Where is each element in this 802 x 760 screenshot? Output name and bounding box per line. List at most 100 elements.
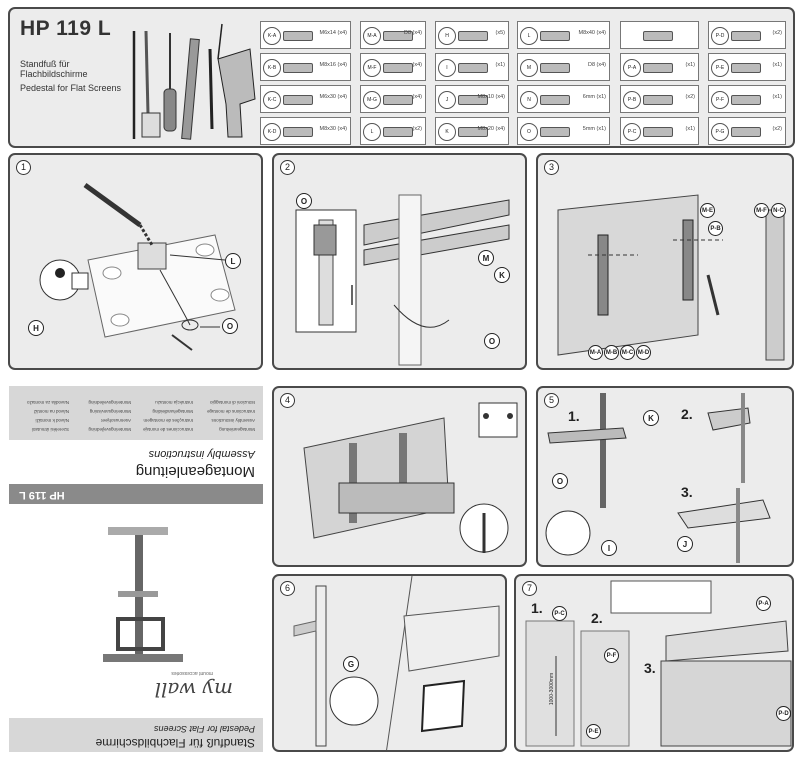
- part-quantity: (x2): [772, 126, 782, 132]
- product-title: HP 119 L: [20, 17, 112, 40]
- callout-k: K: [494, 267, 510, 283]
- part-cell: P-G (x2): [708, 117, 786, 145]
- part-code: O: [520, 123, 538, 141]
- dimension-label: 1000-3000mm: [549, 672, 556, 706]
- cover-language-item: Návod k montáži: [35, 418, 69, 423]
- callout-h: H: [28, 320, 44, 336]
- part-icon: [643, 31, 673, 41]
- cover-model-bar: HP 119 L: [9, 484, 263, 504]
- part-quantity: (x1): [495, 62, 505, 68]
- step-number: 5: [544, 393, 559, 408]
- callout-m-c: M-C: [620, 345, 635, 360]
- cover-title-en: Assembly instructions: [148, 448, 255, 460]
- part-quantity: (x1): [685, 126, 695, 132]
- callout-o-lower: O: [484, 333, 500, 349]
- drill-icon: [217, 23, 256, 138]
- callout-o: O: [552, 473, 568, 489]
- part-cell: M-F(x4): [360, 53, 426, 81]
- callout-m-d: M-D: [636, 345, 651, 360]
- part-code: P-F: [711, 91, 729, 109]
- part-cell: P-C(x1): [620, 117, 699, 145]
- part-icon: [731, 63, 761, 73]
- callout-m-f: M-F: [754, 203, 769, 218]
- part-quantity: (x4): [412, 94, 422, 100]
- tools-illustration: [132, 23, 256, 140]
- part-code: M: [520, 59, 538, 77]
- part-cell: P-E(x1): [708, 53, 786, 81]
- step-5-panel: 5 1. 2. 3. K O I J: [536, 386, 794, 567]
- cover-footer-en: Pedestal for Flat Screens: [153, 724, 255, 734]
- part-icon: [383, 127, 413, 137]
- callout-i: I: [601, 540, 617, 556]
- part-quantity: M8x20 (x4): [477, 126, 505, 132]
- part-quantity: D8 (x4): [403, 30, 422, 36]
- step-7-panel: 7 1. 2. 3. 1000-3000mm P-C P-F P-E P-A P…: [514, 574, 794, 752]
- callout-m: M: [478, 250, 494, 266]
- part-cell: K-A M6x14 (x4): [260, 21, 351, 49]
- part-icon: [283, 95, 313, 105]
- part-quantity: 5mm (x1): [582, 126, 606, 132]
- cover-model: HP 119 L: [19, 489, 65, 501]
- part-cell: I(x1): [435, 53, 509, 81]
- part-cell: [620, 21, 699, 49]
- cover-language-item: Instruções de montagem: [143, 418, 193, 423]
- cover-language-item: Navodila za montažo: [26, 400, 69, 405]
- part-quantity: M8x16 (x4): [319, 62, 347, 68]
- cover-language-item: Monteringsanvisning: [89, 409, 131, 414]
- part-quantity: (x1): [685, 62, 695, 68]
- callout-m-a: M-A: [588, 345, 603, 360]
- cover-language-item: Monteringsvejledning: [88, 427, 131, 432]
- part-code: P-G: [711, 123, 729, 141]
- cover-language-item: Monteringsveiledning: [88, 400, 131, 405]
- subtitle-en: Pedestal for Flat Screens: [20, 83, 122, 93]
- part-cell: J M8x10 (x4): [435, 85, 509, 113]
- part-code: K-B: [263, 59, 281, 77]
- callout-p-b: P-B: [708, 221, 723, 236]
- part-quantity: M8x40 (x4): [578, 30, 606, 36]
- part-icon: [731, 127, 761, 137]
- callout-p-c: P-C: [552, 606, 567, 621]
- cover-footer-de: Standfuß für Flachbildschirme: [95, 736, 255, 750]
- callout-p-a: P-A: [756, 596, 771, 611]
- level-icon: [181, 38, 200, 140]
- part-icon: [383, 31, 413, 41]
- part-quantity: M6x30 (x4): [319, 94, 347, 100]
- part-quantity: M6x14 (x4): [319, 30, 347, 36]
- part-icon: [643, 95, 673, 105]
- part-icon: [283, 31, 313, 41]
- callout-g: G: [343, 656, 359, 672]
- callout-p-f: P-F: [604, 648, 619, 663]
- part-cell: P-A(x1): [620, 53, 699, 81]
- part-code: K-D: [263, 123, 281, 141]
- callout-o: O: [296, 193, 312, 209]
- cover-logo: my wall: [154, 678, 233, 702]
- step-6-drawing: [293, 576, 500, 750]
- screwdriver-icon: [163, 33, 177, 132]
- part-icon: [383, 95, 413, 105]
- part-quantity: M8x30 (x4): [319, 126, 347, 132]
- part-code: J: [438, 91, 456, 109]
- part-quantity: 6mm (x1): [582, 94, 606, 100]
- cover-pedestal-illustration: [103, 527, 183, 662]
- part-quantity: (x2): [685, 94, 695, 100]
- step-1-panel: 1 L H O: [8, 153, 263, 370]
- part-code: M-G: [363, 91, 381, 109]
- part-code: H: [438, 27, 456, 45]
- part-code: K-A: [263, 27, 281, 45]
- cover-language-item: Istruzioni di montaggio: [209, 400, 255, 405]
- part-icon: [283, 63, 313, 73]
- part-icon: [283, 127, 313, 137]
- step-4-panel: 4: [272, 386, 527, 567]
- callout-m-e: M-E: [700, 203, 715, 218]
- part-code: P-E: [711, 59, 729, 77]
- step-3-drawing: [557, 194, 785, 361]
- part-cell: K-B M8x16 (x4): [260, 53, 351, 81]
- step-number: 2: [280, 160, 295, 175]
- part-quantity: M8x10 (x4): [477, 94, 505, 100]
- part-cell: P-F(x1): [708, 85, 786, 113]
- callout-m-b: M-B: [604, 345, 619, 360]
